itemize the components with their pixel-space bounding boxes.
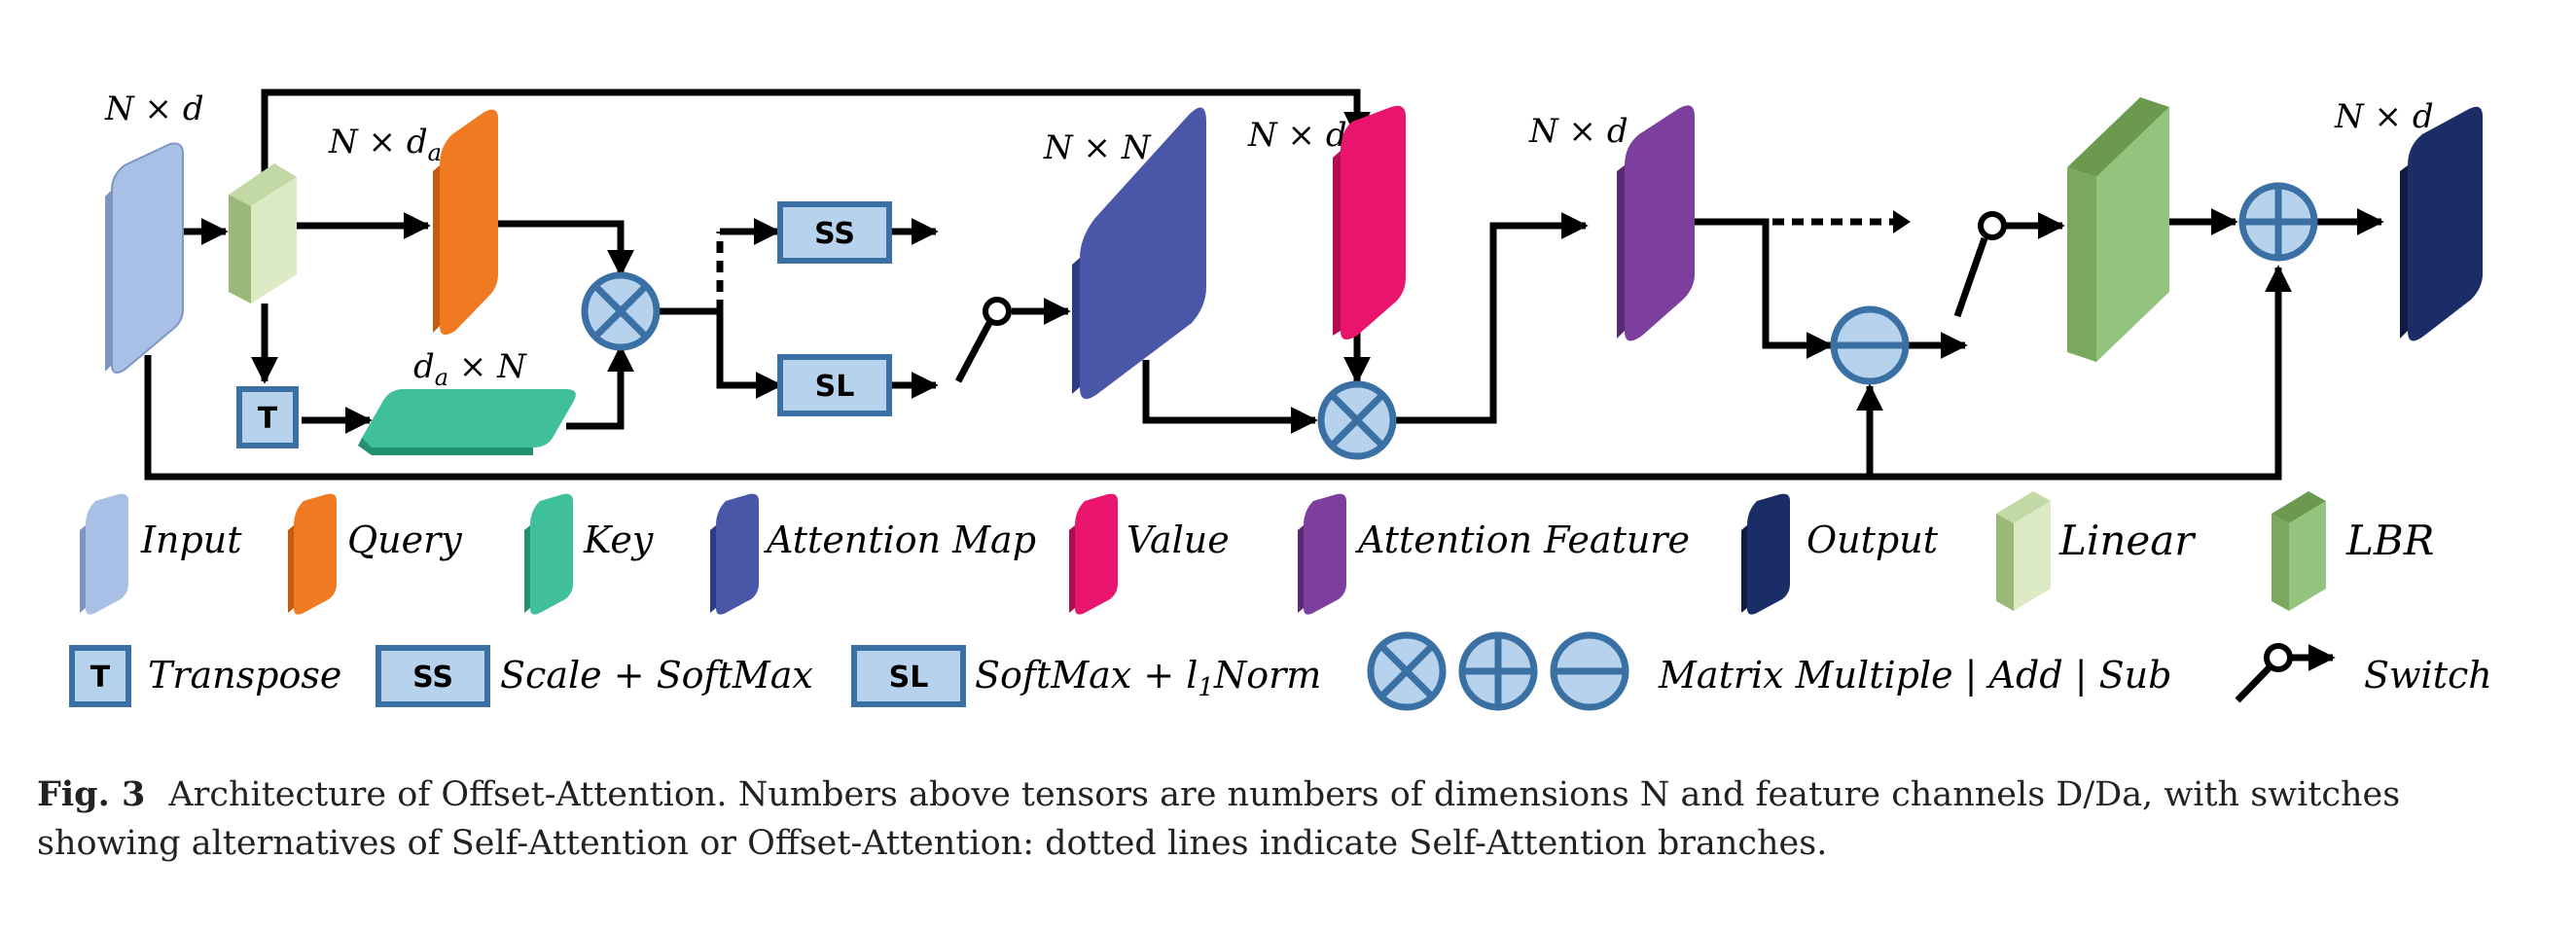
legend-switch-label: Switch xyxy=(2364,654,2492,697)
tensor-attention-map xyxy=(1072,107,1206,400)
attention-map-dim-label: N × N xyxy=(1043,128,1152,167)
legend-swatch-linear xyxy=(1996,491,2051,611)
transpose-box-label: T xyxy=(258,402,278,436)
legend-row-1: Input Query Key Attention Map Value Atte… xyxy=(80,491,2434,615)
attention-feature-dim-label: N × d xyxy=(1528,112,1628,151)
tensor-lbr xyxy=(2067,97,2169,362)
legend-add-op xyxy=(1458,631,1538,711)
multiply-op-1 xyxy=(581,271,661,351)
legend-lbr-label: LBR xyxy=(2345,517,2434,564)
legend-linear-label: Linear xyxy=(2058,517,2197,564)
tensor-output xyxy=(2400,106,2483,341)
transpose-box: T xyxy=(236,386,299,448)
tensor-key xyxy=(358,389,576,455)
input-dim-label: N × d xyxy=(104,89,204,128)
legend-swatch-attention-map xyxy=(710,493,759,615)
legend-scale-softmax-label: Scale + SoftMax xyxy=(500,654,813,697)
legend-subtract-op xyxy=(1550,631,1629,711)
legend-softmax-l1-label: SoftMax + l1Norm xyxy=(975,654,1321,702)
legend-multiply-op xyxy=(1367,631,1447,711)
legend-transpose-box-label: T xyxy=(90,661,111,695)
legend-swatch-query xyxy=(288,493,337,615)
legend-transpose-box xyxy=(69,645,131,707)
legend-sl-box-label: SL xyxy=(889,661,929,695)
scale-softmax-box-label: SS xyxy=(814,217,855,251)
tensor-query xyxy=(433,109,498,336)
legend-switch-icon xyxy=(2235,643,2336,703)
softmax-l1-box: SL xyxy=(777,354,892,416)
query-dim-label: N × da xyxy=(328,123,442,166)
subtract-op xyxy=(1830,305,1910,385)
legend-attention-map-label: Attention Map xyxy=(764,519,1036,561)
legend-key-label: Key xyxy=(583,519,654,561)
legend-swatch-input xyxy=(80,493,128,615)
dotted-self-attention-lines xyxy=(716,218,1895,311)
legend-swatch-attention-feature xyxy=(1298,493,1346,615)
legend-attention-feature-label: Attention Feature xyxy=(1355,519,1690,561)
figure-caption-label: Fig. 3 xyxy=(37,774,146,814)
connection-lines xyxy=(144,89,2384,481)
multiply-op-2 xyxy=(1317,380,1397,460)
switch-2 xyxy=(1953,211,2007,318)
legend-input-label: Input xyxy=(140,519,242,561)
tensor-linear xyxy=(229,163,297,304)
offset-attention-diagram: T SS SL xyxy=(69,89,2492,711)
legend-matrix-ops-label: Matrix Multiple | Add | Sub xyxy=(1658,654,2171,697)
legend-output-label: Output xyxy=(1807,519,1939,561)
softmax-l1-box-label: SL xyxy=(815,370,855,404)
figure-caption-text: Architecture of Offset-Attention. Number… xyxy=(37,775,2401,863)
legend-swatch-lbr xyxy=(2272,491,2326,611)
tensor-attention-feature xyxy=(1617,105,1695,341)
legend-query-label: Query xyxy=(347,519,462,561)
legend-sl-box xyxy=(851,645,966,707)
output-dim-label: N × d xyxy=(2334,97,2434,136)
value-dim-label: N × d xyxy=(1247,116,1347,155)
scale-softmax-box: SS xyxy=(777,201,892,264)
legend-ss-box-label: SS xyxy=(412,661,453,695)
switch-1 xyxy=(954,297,1012,383)
add-op xyxy=(2238,182,2318,262)
legend-ss-box xyxy=(376,645,490,707)
dotted-arrow-head xyxy=(1893,210,1911,233)
legend-transpose-label: Transpose xyxy=(148,654,341,697)
legend-swatch-key xyxy=(524,493,573,615)
legend-value-label: Value xyxy=(1127,519,1230,561)
key-dim-label: da × N xyxy=(413,347,527,391)
legend-row-2: T Transpose SS Scale + SoftMax SL SoftMa… xyxy=(69,631,2492,711)
tensor-value xyxy=(1333,105,1406,340)
legend-swatch-value xyxy=(1069,493,1118,615)
legend-swatch-output xyxy=(1741,493,1790,615)
tensor-input xyxy=(105,142,184,375)
